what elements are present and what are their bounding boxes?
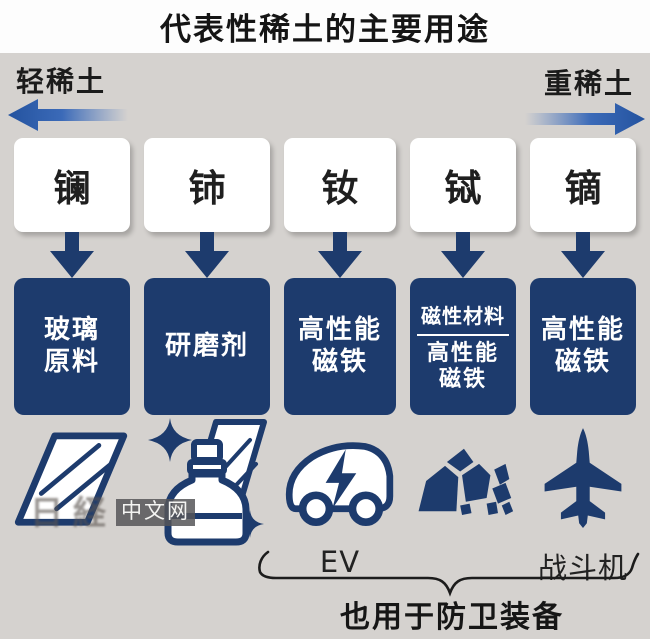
watermark-chinese-web: 中文网 — [116, 499, 195, 526]
element-card: 镧 — [14, 138, 130, 232]
use-label: 高性能 磁铁 — [540, 315, 625, 377]
element-symbol: 镧 — [53, 167, 91, 210]
element-symbol: 钕 — [321, 167, 359, 210]
right-direction-arrow-icon — [525, 103, 645, 135]
watermark-nikkei-logo: 日経 — [30, 493, 116, 532]
element-symbol: 铽 — [444, 167, 482, 210]
column-cerium: 铈 研磨剂 — [144, 138, 270, 581]
caption-fighter-jet: 战斗机 — [537, 551, 628, 585]
ev-car-icon — [284, 415, 396, 545]
element-card: 铽 — [410, 138, 516, 232]
column-lanthanum: 镧 玻璃 原料 — [14, 138, 130, 581]
defense-note: 也用于防卫装备 — [340, 600, 564, 635]
use-card: 高性能 磁铁 — [284, 278, 396, 415]
column-neodymium: 钕 高性能 磁铁 EV — [284, 138, 396, 581]
heavy-rare-earth-label: 重稀土 — [543, 67, 634, 100]
left-direction-arrow-icon — [8, 99, 128, 131]
light-rare-earth-label: 轻稀土 — [16, 65, 107, 98]
use-label: 研磨剂 — [164, 330, 249, 361]
down-arrow-icon — [318, 232, 362, 278]
header: 代表性稀土的主要用途 — [0, 0, 650, 53]
column-terbium: 铽 磁性材料 高性能 磁铁 — [410, 138, 516, 581]
defense-equipment-brace — [258, 550, 640, 597]
element-columns: 镧 玻璃 原料 铈 — [14, 138, 636, 585]
divider — [417, 333, 509, 336]
down-arrow-icon — [50, 232, 94, 278]
column-dysprosium: 镝 高性能 磁铁 战斗机 — [530, 138, 636, 585]
caption-ev: EV — [319, 545, 361, 579]
page-title: 代表性稀土的主要用途 — [160, 12, 490, 48]
fighter-jet-icon — [535, 415, 631, 545]
glass-panes-icon — [14, 415, 130, 545]
use-card: 高性能 磁铁 — [530, 278, 636, 415]
down-arrow-icon — [561, 232, 605, 278]
use-card: 玻璃 原料 — [14, 278, 130, 415]
use-label-top: 磁性材料 — [421, 303, 505, 328]
use-card: 磁性材料 高性能 磁铁 — [410, 278, 516, 415]
element-card: 钕 — [284, 138, 396, 232]
use-label: 玻璃 原料 — [43, 315, 100, 377]
watermark: 日経 中文网 — [30, 496, 195, 529]
element-symbol: 铈 — [188, 167, 226, 210]
ore-rocks-icon — [411, 415, 515, 545]
element-card: 镝 — [530, 138, 636, 232]
down-arrow-icon — [185, 232, 229, 278]
element-card: 铈 — [144, 138, 270, 232]
use-card: 研磨剂 — [144, 278, 270, 415]
use-label: 高性能 磁铁 — [297, 315, 382, 377]
use-label: 高性能 磁铁 — [426, 340, 499, 392]
element-symbol: 镝 — [564, 167, 602, 210]
down-arrow-icon — [441, 232, 485, 278]
